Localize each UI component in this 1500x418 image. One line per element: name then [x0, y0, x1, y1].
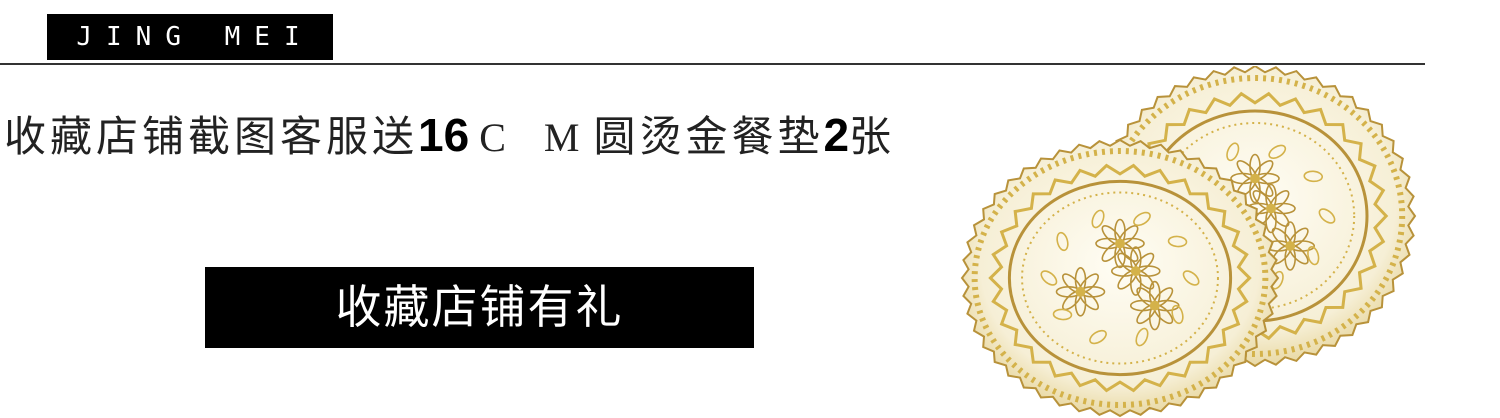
placemat-front-dot-ring [1021, 191, 1219, 365]
placemat-front-inner-ring [1007, 179, 1233, 377]
placemat-back-flower-2 [1265, 221, 1316, 271]
placemat-back-leaf [1268, 144, 1287, 159]
placemat-front-leaf [1056, 231, 1069, 252]
placemat-back-lace-ring [1104, 75, 1406, 357]
placemats-product-image [960, 66, 1417, 418]
placemat-front-flower-center [1115, 238, 1125, 249]
placemat-back-leaf [1318, 208, 1336, 224]
placemat-front-flower-2 [1129, 280, 1180, 331]
placemat-back-leaf [1307, 246, 1320, 266]
placemat-front-flower-center [1149, 300, 1160, 311]
favorite-shop-button[interactable]: 收藏店铺有礼 [205, 267, 754, 348]
placemat-front-flower-center [1130, 266, 1141, 277]
placemat-front-leaf [1091, 209, 1105, 229]
placemat-front-leaf [1133, 211, 1151, 227]
placemat-front-flower-3 [1111, 246, 1161, 296]
brand-logo: JING MEI [47, 14, 333, 60]
brand-name: JING MEI [76, 22, 314, 52]
placemat-front-lace-ring [971, 148, 1269, 408]
placemat-back-flower-center [1250, 173, 1260, 184]
placemat-back-flower-center [1266, 203, 1276, 214]
placemat-front-flower-center [1075, 286, 1086, 297]
placemat-front-leaf [1167, 235, 1188, 248]
promo-text-3: 张 [849, 112, 896, 161]
promo-number-2: 2 [823, 109, 850, 161]
favorite-shop-label: 收藏店铺有礼 [335, 280, 624, 334]
header-divider [0, 63, 1425, 65]
placemat-back-flower-center [1285, 241, 1296, 251]
promo-unit: C M [479, 115, 594, 160]
placemat-back-leaf [1303, 170, 1324, 183]
placemat-back-leaf [1226, 142, 1240, 162]
promo-text-1: 收藏店铺截图客服送 [4, 112, 419, 161]
placemat-front-leaf [1171, 304, 1184, 325]
promo-text-2: 圆烫金餐垫 [593, 112, 824, 161]
placemat-front-leaf [1089, 329, 1107, 345]
placemat-front-flower-0 [1095, 218, 1145, 269]
placemat-front-leaf [1135, 327, 1149, 347]
promo-number-1: 16 [418, 109, 470, 161]
placemat-front-leaf [1040, 270, 1058, 286]
placemat-front-flower-1 [1055, 267, 1106, 317]
placemat-front-zigzag-ring [988, 163, 1252, 393]
placemat-front-leaf [1052, 308, 1073, 321]
placemat-front-leaf [1182, 270, 1200, 286]
placemat-front [960, 138, 1280, 418]
